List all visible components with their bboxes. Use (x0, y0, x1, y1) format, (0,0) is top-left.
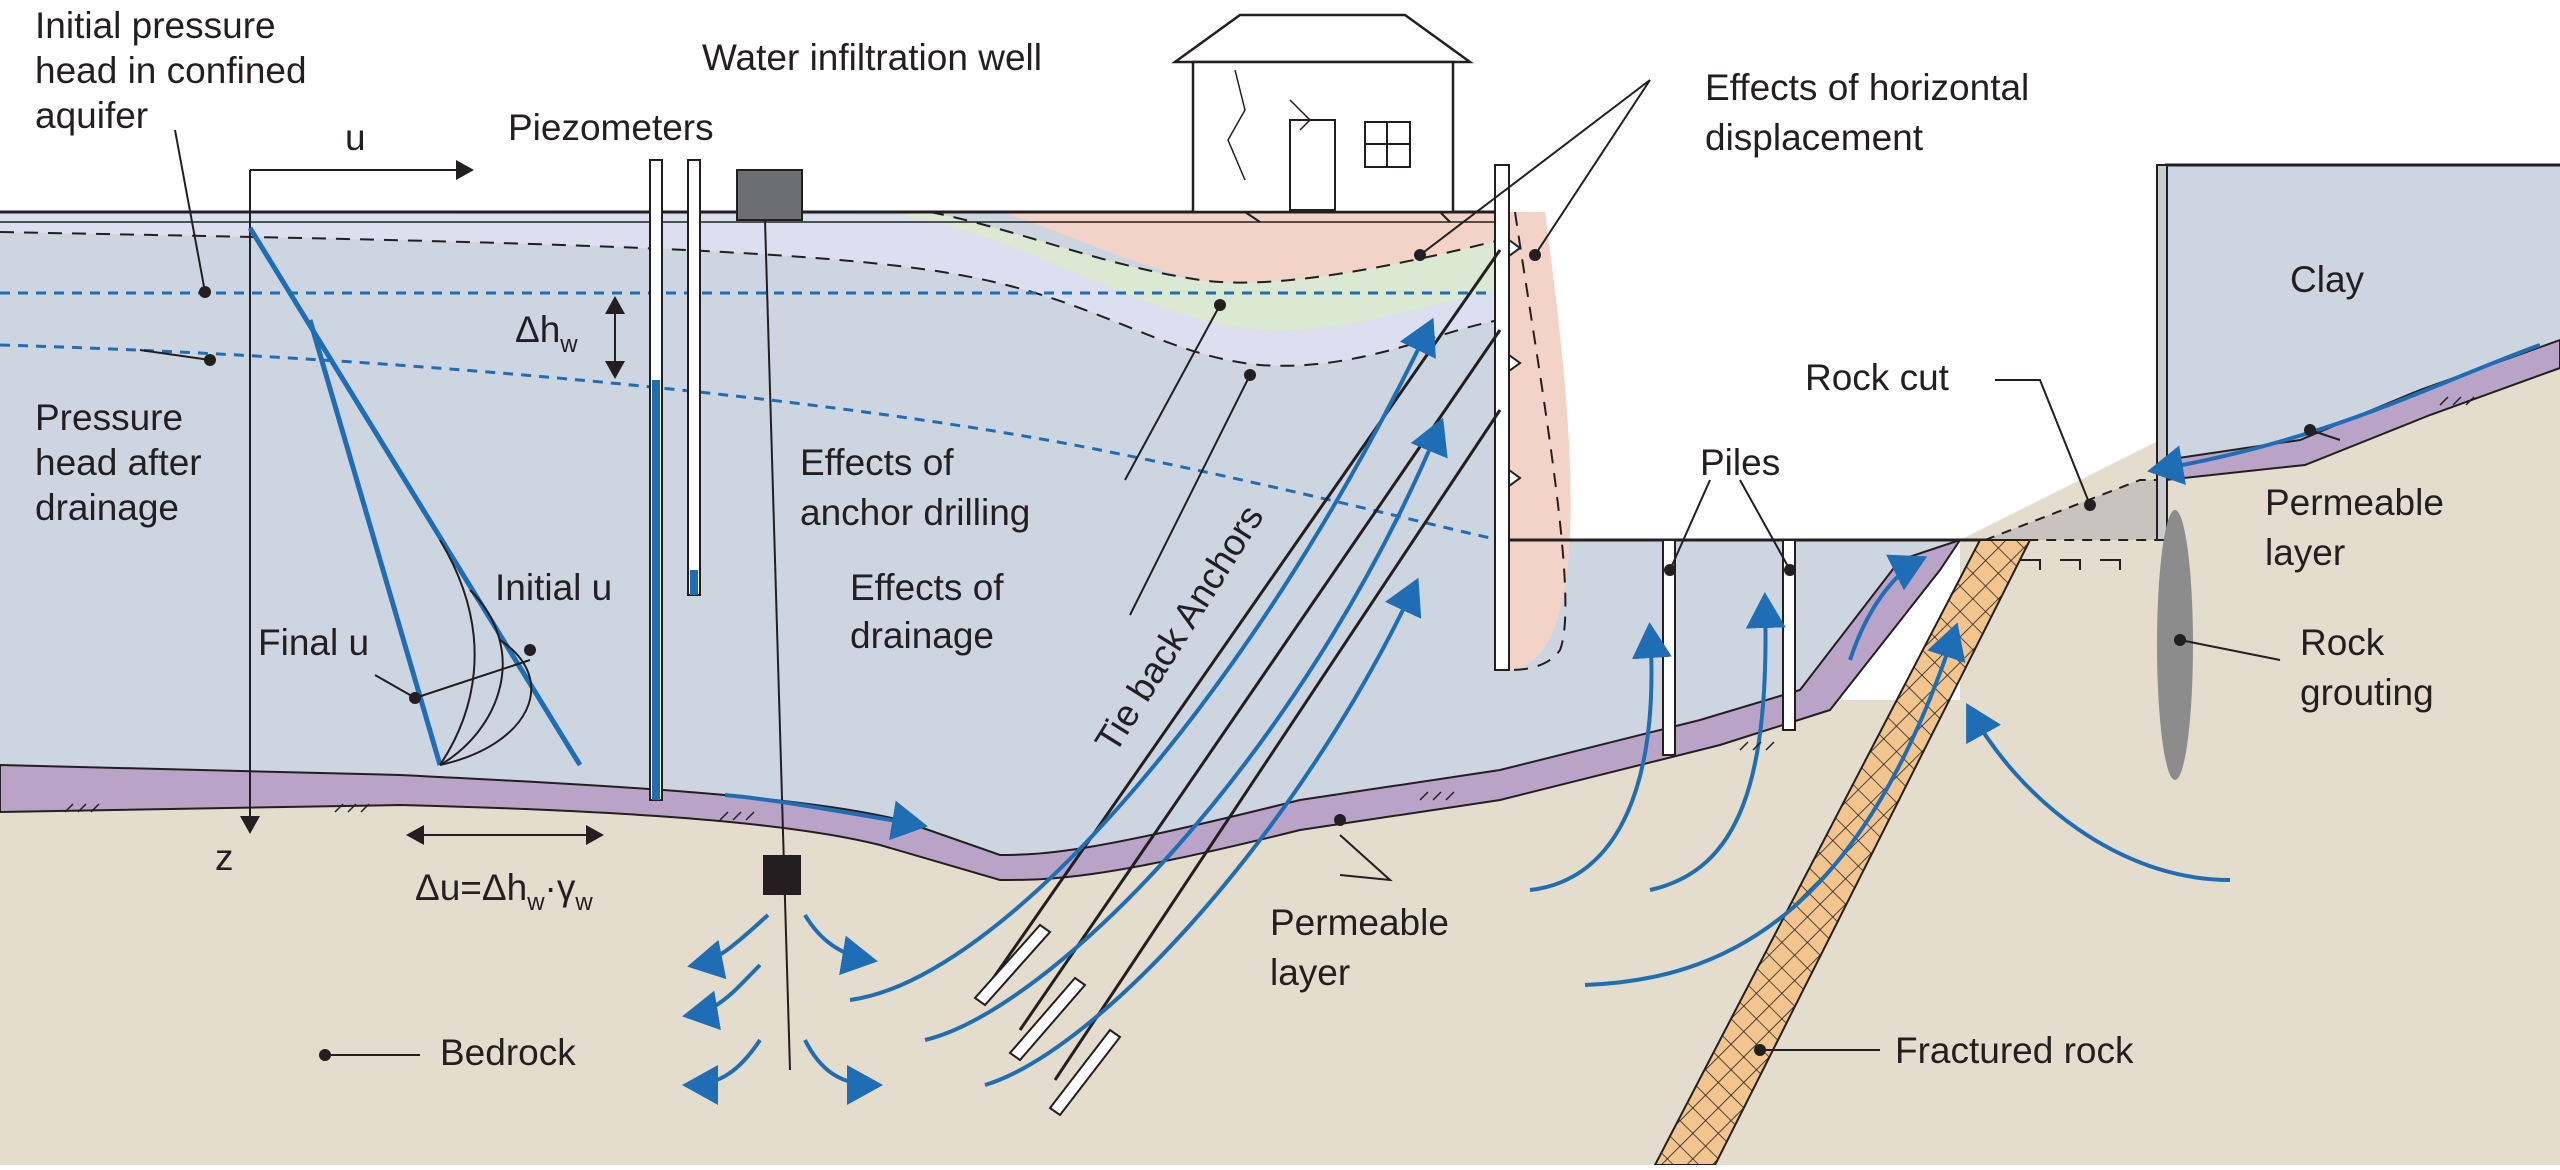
label-delta-u-formula: Δu=Δhw·γw (415, 867, 593, 916)
label-clay: Clay (2290, 259, 2365, 300)
label-initial-u: Initial u (495, 567, 612, 608)
label-u-axis: u (345, 117, 366, 158)
flow-arrows (682, 317, 2541, 1105)
label-z-axis: z (215, 837, 234, 878)
label-bedrock: Bedrock (440, 1032, 576, 1073)
rock-grouting-body (2157, 510, 2193, 780)
label-delta-hw: Δhw (515, 309, 578, 358)
horizontal-displacement-curve (1509, 211, 1567, 671)
label-permeable-right-1: Permeable (2265, 482, 2444, 523)
pore-pressure-diagram (240, 160, 625, 845)
label-fractured-rock: Fractured rock (1895, 1030, 2134, 1071)
pile-2 (1782, 539, 1796, 731)
label-effects-drainage-2: drainage (850, 615, 994, 656)
horizontal-displacement-zone-top (1000, 212, 1500, 283)
label-piezometers: Piezometers (508, 107, 714, 148)
house (1171, 13, 1474, 223)
footings (2020, 559, 2121, 570)
label-permeable-bottom-1: Permeable (1270, 902, 1449, 943)
label-pressure-head-after-2: head after (35, 442, 202, 483)
label-rock-cut: Rock cut (1805, 357, 1950, 398)
anchor-heads (1508, 238, 1522, 488)
clay-right-zone (2165, 165, 2560, 460)
label-final-u: Final u (258, 622, 369, 663)
label-effects-drainage-1: Effects of (850, 567, 1004, 608)
label-permeable-right-2: layer (2265, 532, 2345, 573)
label-effects-anchor-1: Effects of (800, 442, 954, 483)
leader-lines (139, 79, 2341, 1051)
retaining-wall (1494, 164, 1510, 671)
dashed-influence-1 (0, 231, 1501, 367)
ground-hatches (64, 396, 2475, 821)
label-water-infiltration-well: Water infiltration well (702, 37, 1042, 78)
piezometers (649, 159, 701, 801)
label-pressure-head-after-3: drainage (35, 487, 179, 528)
pressure-head-after-drainage-line (0, 343, 1501, 542)
rock-cut-zone (1985, 480, 2165, 540)
label-effects-horizontal-2: displacement (1705, 117, 1924, 158)
initial-u-line (247, 226, 583, 767)
label-initial-pressure-2: head in confined (35, 50, 307, 91)
right-wall (2156, 164, 2168, 541)
label-pressure-head-after-1: Pressure (35, 397, 183, 438)
infiltration-well (736, 169, 803, 1071)
label-rock-grouting-1: Rock (2300, 622, 2385, 663)
final-u-line (307, 319, 443, 766)
label-initial-pressure-1: Initial pressure (35, 5, 276, 46)
horizontal-displacement-zone (1000, 212, 1571, 670)
anchor-grout-bodies (973, 923, 1122, 1117)
label-effects-anchor-2: anchor drilling (800, 492, 1030, 533)
label-initial-pressure-3: aquifer (35, 95, 148, 136)
label-effects-horizontal-1: Effects of horizontal (1705, 67, 2029, 108)
anchor-drilling-zone (900, 212, 1500, 331)
label-rock-grouting-2: grouting (2300, 672, 2434, 713)
label-piles: Piles (1700, 442, 1780, 483)
leader-dots (199, 249, 2316, 1061)
drainage-effects-zone (0, 212, 1500, 366)
label-permeable-bottom-2: layer (1270, 952, 1350, 993)
